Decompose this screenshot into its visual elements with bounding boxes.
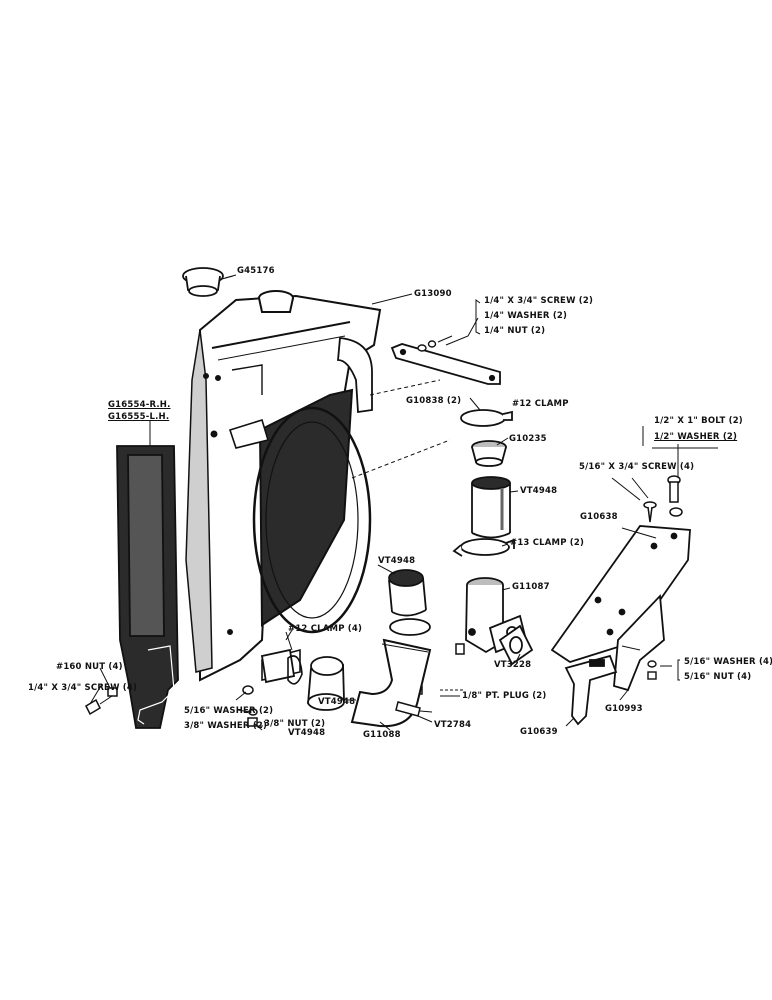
label-washer-spec: 1/4" WASHER (2)	[484, 311, 568, 321]
bracket-right	[613, 593, 665, 692]
side-panel-screw	[85, 687, 118, 716]
radiator-assembly	[185, 290, 451, 682]
mount-screw	[631, 477, 657, 523]
bracket-top	[550, 525, 691, 663]
mount-washer-nut	[647, 660, 657, 680]
label-washer-a: 5/16" WASHER (2)	[184, 706, 274, 716]
lower-hose-left	[260, 648, 296, 684]
label-bolt: 1/2" X 1" BOLT (2)	[654, 416, 743, 426]
label-clamp-12-lower: #12 CLAMP (4)	[288, 624, 363, 634]
label-screw-spec: 1/4" X 3/4" SCREW (2)	[484, 296, 594, 306]
bracket-bottom	[564, 654, 618, 726]
label-screw-mount: 5/16" X 3/4" SCREW (4)	[579, 462, 695, 472]
label-outlet: G10235	[509, 434, 547, 444]
label-drain-cock: VT2784	[434, 720, 472, 730]
gasket	[498, 624, 534, 666]
mount-bolt	[667, 444, 683, 517]
label-gasket: VT3228	[494, 660, 532, 670]
lower-hose-right	[307, 656, 345, 711]
label-bracket-bottom: G10639	[520, 727, 558, 737]
label-nut-bottom: 3/8" NUT (2)	[264, 719, 326, 729]
label-clamp-13: #13 CLAMP (2)	[510, 538, 585, 548]
label-bracket-right: G10993	[605, 704, 643, 714]
outlet-fitting	[471, 440, 507, 467]
label-clamp-12-top: #12 CLAMP	[512, 399, 569, 409]
label-small-hose: VT4948	[378, 556, 416, 566]
label-elbow: G11088	[363, 730, 401, 740]
label-radiator-cap: G45176	[237, 266, 275, 276]
side-panel	[116, 420, 179, 729]
label-housing: G11087	[512, 582, 550, 592]
label-upper-hose: VT4948	[520, 486, 558, 496]
label-lower-hose-left: VT4948	[288, 728, 326, 738]
label-side-lh: G16555-L.H.	[108, 412, 170, 422]
label-washer-b: 3/8" WASHER (2)	[184, 721, 268, 731]
label-nut-mount: 5/16" NUT (4)	[684, 672, 752, 682]
label-brace: G10838 (2)	[406, 396, 462, 406]
label-screw-side: 1/4" X 3/4" SCREW (4)	[28, 683, 138, 693]
brace-hardware	[417, 335, 453, 352]
label-bolt-washer: 1/2" WASHER (2)	[654, 432, 738, 442]
small-hose	[388, 569, 431, 636]
label-pipe-plug: 1/8" PT. PLUG (2)	[462, 691, 547, 701]
label-radiator: G13090	[414, 289, 452, 299]
leader-lines	[89, 274, 718, 731]
label-bracket-top: G10638	[580, 512, 618, 522]
clamp-13	[452, 538, 515, 557]
label-side-rh: G16554-R.H.	[108, 400, 171, 410]
upper-hose	[471, 476, 511, 539]
brace-bar	[390, 343, 501, 385]
radiator-cap	[182, 267, 234, 297]
clamp-12-top	[460, 409, 513, 427]
label-nut-spec: 1/4" NUT (2)	[484, 326, 546, 336]
lower-clamps	[285, 629, 303, 685]
label-lower-hose: VT4948	[318, 697, 356, 707]
label-nut-160: #160 NUT (4)	[56, 662, 123, 672]
label-washer-mount: 5/16" WASHER (4)	[684, 657, 772, 667]
